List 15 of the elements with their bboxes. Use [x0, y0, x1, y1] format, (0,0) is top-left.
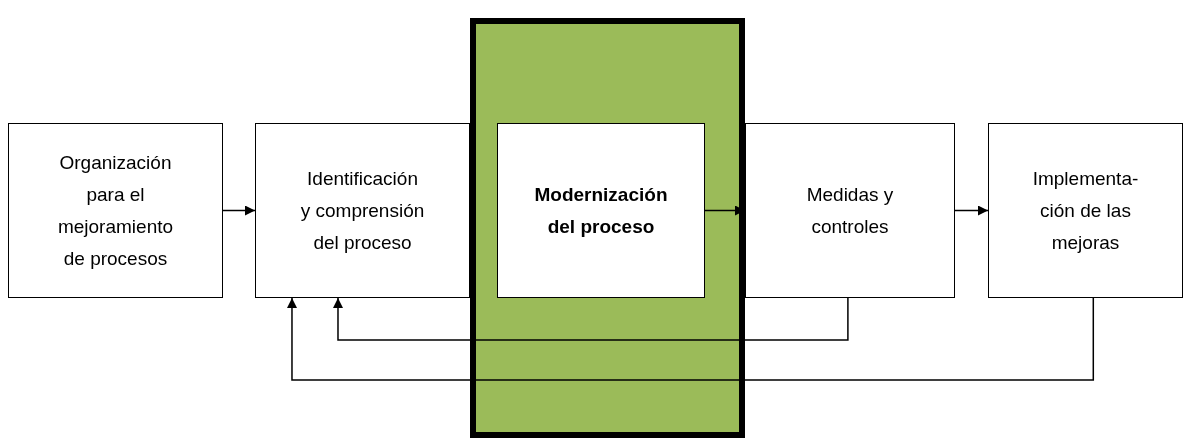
process-box [255, 123, 470, 298]
process-box [988, 123, 1183, 298]
arrow [954, 205, 989, 216]
process-label: Implementa- ción de las mejoras [1031, 166, 1140, 255]
process-label: Identificación y comprensión del proceso [300, 166, 425, 255]
process-label: Modernización del proceso [533, 182, 669, 239]
arrow [333, 297, 849, 341]
process-box [745, 123, 955, 298]
process-box [497, 123, 705, 298]
process-label: Medidas y controles [805, 182, 895, 239]
process-label: Organización para el mejoramiento de procesos [56, 150, 175, 271]
arrow [222, 205, 256, 216]
arrow [287, 297, 1095, 381]
process-box [8, 123, 223, 298]
band-box [470, 18, 745, 438]
